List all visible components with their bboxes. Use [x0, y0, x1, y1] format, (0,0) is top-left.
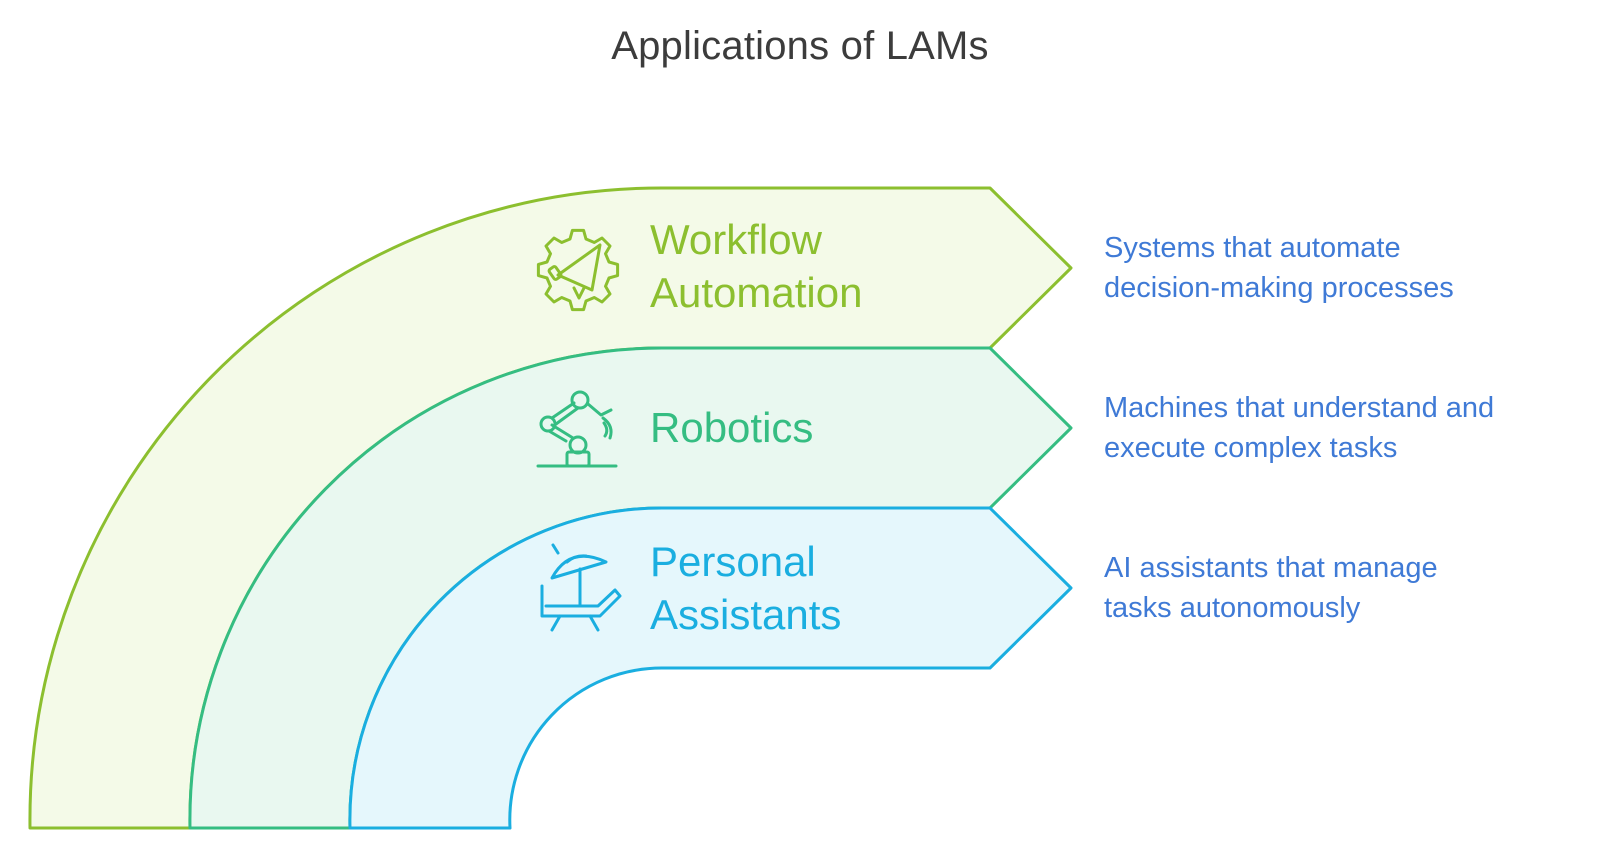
description-workflow: Systems that automate decision-making pr… — [1104, 228, 1454, 308]
description-line: Machines that understand and — [1104, 392, 1495, 424]
band-label-line: Assistants — [650, 591, 842, 638]
band-label-line: Personal — [650, 538, 816, 585]
band-label-line: Automation — [650, 269, 863, 316]
description-line: execute complex tasks — [1104, 432, 1398, 464]
band-personal — [348, 506, 1073, 830]
gear-megaphone-icon — [536, 228, 620, 312]
description-line: Systems that automate — [1104, 232, 1401, 264]
description-line: AI assistants that manage — [1104, 552, 1438, 584]
description-line: decision-making processes — [1104, 272, 1454, 304]
band-label-personal: Personal Assistants — [650, 535, 841, 641]
band-label-line: Workflow — [650, 216, 822, 263]
page-title: Applications of LAMs — [611, 24, 989, 68]
description-line: tasks autonomously — [1104, 592, 1361, 624]
band-label-line: Robotics — [650, 404, 814, 451]
robotic-arm-icon — [536, 390, 618, 468]
band-label-workflow: Workflow Automation — [650, 213, 862, 319]
description-personal: AI assistants that manage tasks autonomo… — [1104, 548, 1438, 628]
umbrella-lounge-chair-icon — [540, 543, 622, 632]
description-robotics: Machines that understand and execute com… — [1104, 388, 1494, 468]
band-label-robotics: Robotics — [650, 401, 813, 454]
